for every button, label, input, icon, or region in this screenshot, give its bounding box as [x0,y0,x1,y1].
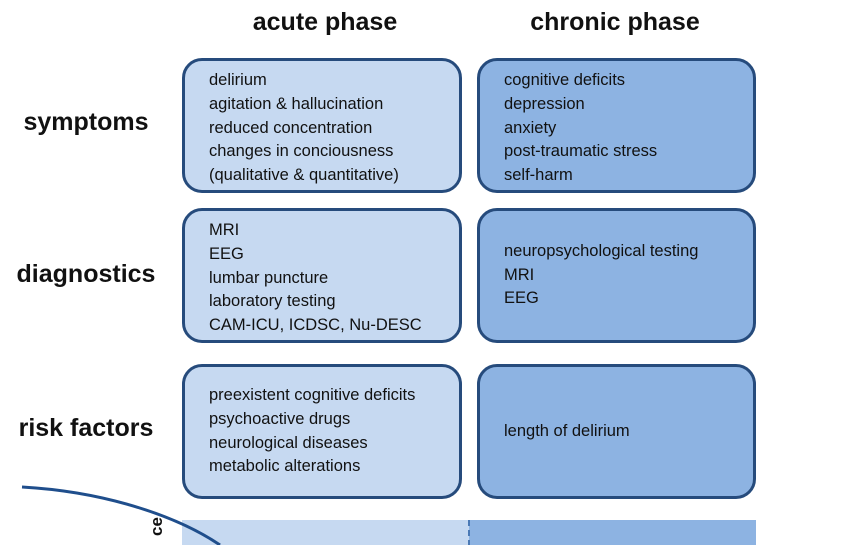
list-item: anxiety [504,118,557,137]
acute-phase-band [182,520,469,545]
list-item: EEG [209,244,244,263]
list-item: reduced concentration [209,118,373,137]
partial-axis-label: ce [147,517,166,536]
list-item: preexistent cognitive deficits [209,385,416,404]
list-item: psychoactive drugs [209,409,351,428]
acute-risk-factors-box: preexistent cognitive deficits psychoact… [182,364,462,499]
list-item: agitation & hallucination [209,94,384,113]
list-item: self-harm [504,166,573,185]
chronic-phase-band [469,520,756,545]
list-item: CAM-ICU, ICDSC, Nu-DESC [209,316,422,335]
chronic-phase-header: chronic phase [530,8,700,36]
chronic-risk-factors-box: length of delirium [477,364,756,499]
row-label-diagnostics: diagnostics [16,260,156,288]
acute-symptoms-box: delirium agitation & hallucination reduc… [182,58,462,193]
list-item: changes in conciousness [209,142,394,161]
list-item: depression [504,94,585,113]
list-item: metabolic alterations [209,457,361,476]
list-item: MRI [209,221,240,239]
row-label-symptoms: symptoms [23,108,149,136]
chronic-diagnostics-box: neuropsychological testing MRI EEG [477,208,756,343]
list-item: cognitive deficits [504,71,626,89]
list-item: (qualitative & quantitative) [209,166,399,185]
list-item: lumbar puncture [209,268,329,287]
list-item: length of delirium [504,421,630,440]
decline-curve [21,485,221,545]
list-item: MRI [504,265,535,284]
list-item: delirium [209,71,267,89]
list-item: laboratory testing [209,292,336,311]
acute-diagnostics-box: MRI EEG lumbar puncture laboratory testi… [182,208,462,343]
chronic-symptoms-box: cognitive deficits depression anxiety po… [477,58,756,193]
list-item: EEG [504,289,539,308]
acute-phase-header: acute phase [252,8,398,36]
list-item: post-traumatic stress [504,142,658,161]
row-label-risk-factors: risk factors [18,414,154,442]
list-item: neuropsychological testing [504,241,699,260]
bottom-phase-strip: ce [21,485,756,545]
list-item: neurological diseases [209,433,368,452]
